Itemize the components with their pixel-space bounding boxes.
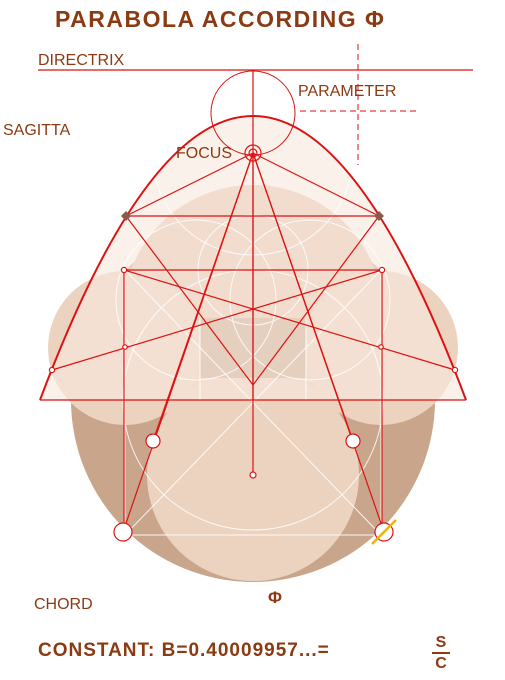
label-sagitta: SAGITTA (3, 122, 71, 139)
constant-formula: CONSTANT: B=0.40009957...= (38, 640, 330, 661)
fraction-denominator: C (435, 655, 447, 672)
parameter-marker (300, 44, 420, 165)
label-directrix: DIRECTRIX (38, 52, 125, 69)
page-title: PARABOLA ACCORDING Φ (55, 6, 386, 32)
red-construction (38, 69, 473, 533)
latus-markers (121, 211, 384, 221)
label-parameter: PARAMETER (298, 83, 397, 100)
parameter-circle (210, 70, 296, 156)
parabola-curve (39, 115, 467, 401)
fraction-bar (432, 652, 450, 654)
yellow-highlight (371, 519, 397, 545)
label-phi: Φ (268, 588, 282, 607)
label-chord: CHORD (34, 596, 93, 613)
label-focus: FOCUS (176, 145, 232, 162)
focus-mark (244, 144, 262, 162)
constant-fraction: S C (432, 634, 450, 672)
fraction-numerator: S (435, 634, 447, 651)
